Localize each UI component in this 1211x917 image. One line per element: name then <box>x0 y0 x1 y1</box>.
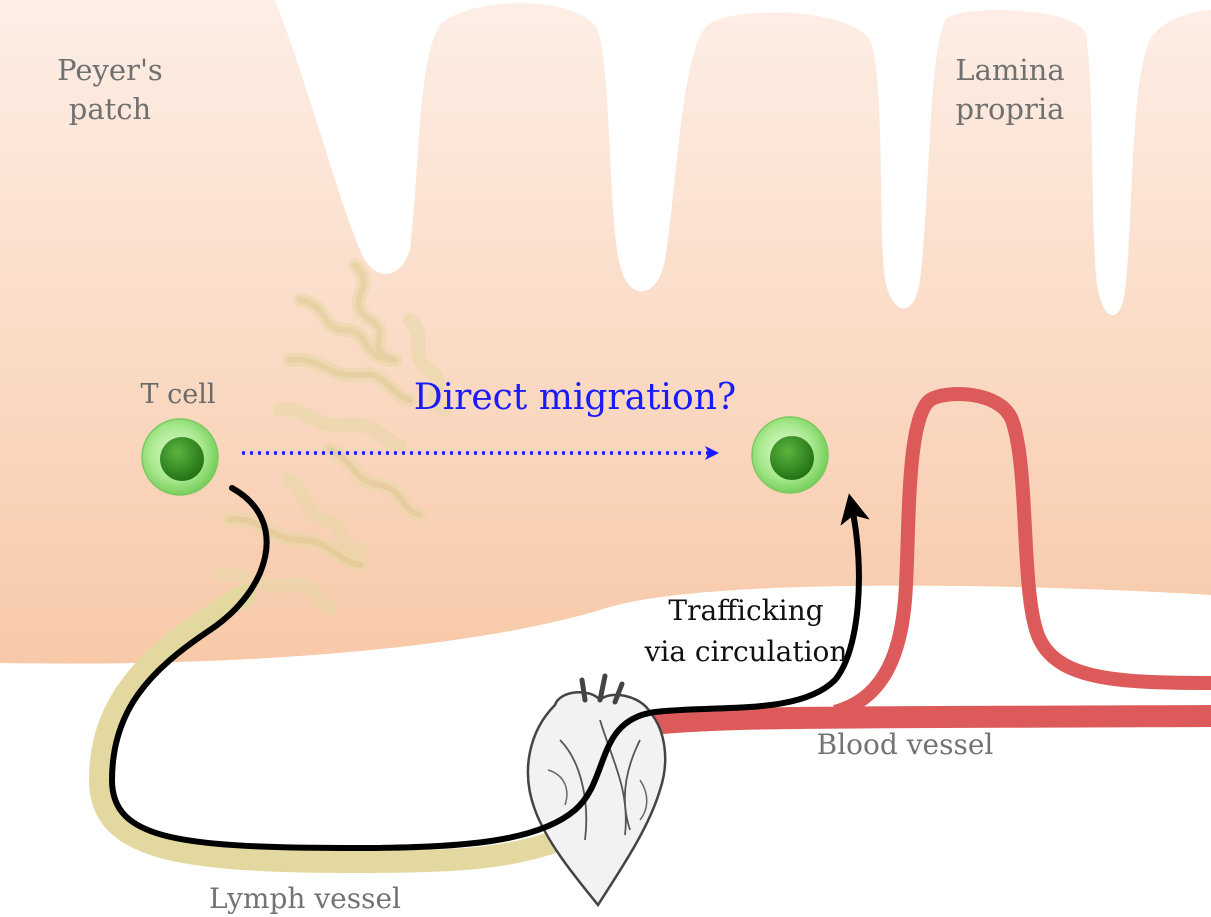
t-cell-label: T cell <box>141 379 216 410</box>
direct-migration-label: Direct migration? <box>414 377 736 418</box>
peyers-patch-label-line1: Peyer's <box>57 53 163 87</box>
t-cell-icon <box>752 417 828 493</box>
peyers-patch-label-line2: patch <box>69 92 151 126</box>
trafficking-label-line1: Trafficking <box>668 594 823 627</box>
t-cell-icon <box>142 419 218 495</box>
lamina-propria-label-line2: propria <box>956 92 1065 126</box>
lymph-vessel-label: Lymph vessel <box>209 882 401 915</box>
heart-icon <box>528 676 665 905</box>
blood-vessel <box>620 716 1211 728</box>
trafficking-label-line2: via circulation <box>644 635 848 668</box>
blood-vessel-label: Blood vessel <box>817 728 994 761</box>
lamina-propria-label-line1: Lamina <box>955 53 1064 87</box>
